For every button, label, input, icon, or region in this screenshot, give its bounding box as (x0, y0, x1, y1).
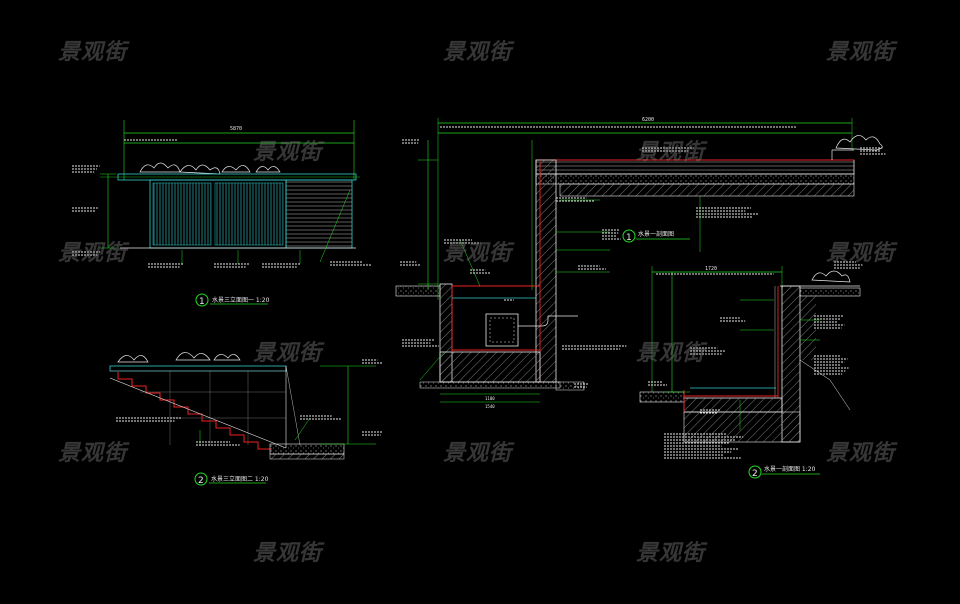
d3-total-dim: 6200 (642, 117, 654, 123)
drawing-1-title: 1 水景三立面图一 1:20 (195, 293, 270, 307)
d1-total-dim: 5870 (230, 126, 242, 132)
drawing-2-number: 2 (198, 476, 204, 486)
watermark: 景观街 (253, 541, 323, 566)
drawing-4-caption: 水景一剖面图 1:20 (764, 465, 816, 473)
watermark: 景观街 (58, 40, 128, 65)
watermark: 景观街 (443, 241, 513, 266)
d3-bottom-dim-2: 1540 (485, 404, 495, 409)
drawing-3-section: 6200 (395, 117, 883, 409)
drawing-2-stair-section: 2 水景三立面图二 1:20 (109, 352, 376, 486)
d3-bottom-dim-1: 1100 (485, 396, 495, 401)
watermark: 景观街 (636, 140, 706, 165)
watermark: 景观街 (58, 441, 128, 466)
drawing-1-caption: 水景三立面图一 1:20 (212, 296, 270, 304)
watermark: 景观街 (636, 341, 706, 366)
drawing-3-title: 1 水景一剖面图 (622, 229, 690, 243)
drawing-4-title: 2 水景一剖面图 1:20 (748, 465, 820, 479)
d4-top-dim: 1720 (705, 266, 717, 272)
watermark: 景观街 (58, 241, 128, 266)
drawing-2-caption: 水景三立面图二 1:20 (211, 475, 269, 483)
drawing-3-number: 1 (626, 233, 632, 243)
watermark: 景观街 (636, 541, 706, 566)
drawing-1-number: 1 (199, 297, 205, 307)
annotation-notes (72, 126, 886, 459)
watermark: 景观街 (253, 341, 323, 366)
watermark: 景观街 (826, 241, 896, 266)
watermark: 景观街 (443, 441, 513, 466)
watermark: 景观街 (443, 40, 513, 65)
watermark: 景观街 (253, 140, 323, 165)
watermark: 景观街 (826, 441, 896, 466)
watermark: 景观街 (826, 40, 896, 65)
drawing-2-title: 2 水景三立面图二 1:20 (194, 472, 269, 486)
drawing-4-number: 2 (752, 469, 758, 479)
drawing-1-elevation: 5870 1 (100, 120, 360, 307)
drawing-3-caption: 水景一剖面图 (638, 230, 674, 238)
